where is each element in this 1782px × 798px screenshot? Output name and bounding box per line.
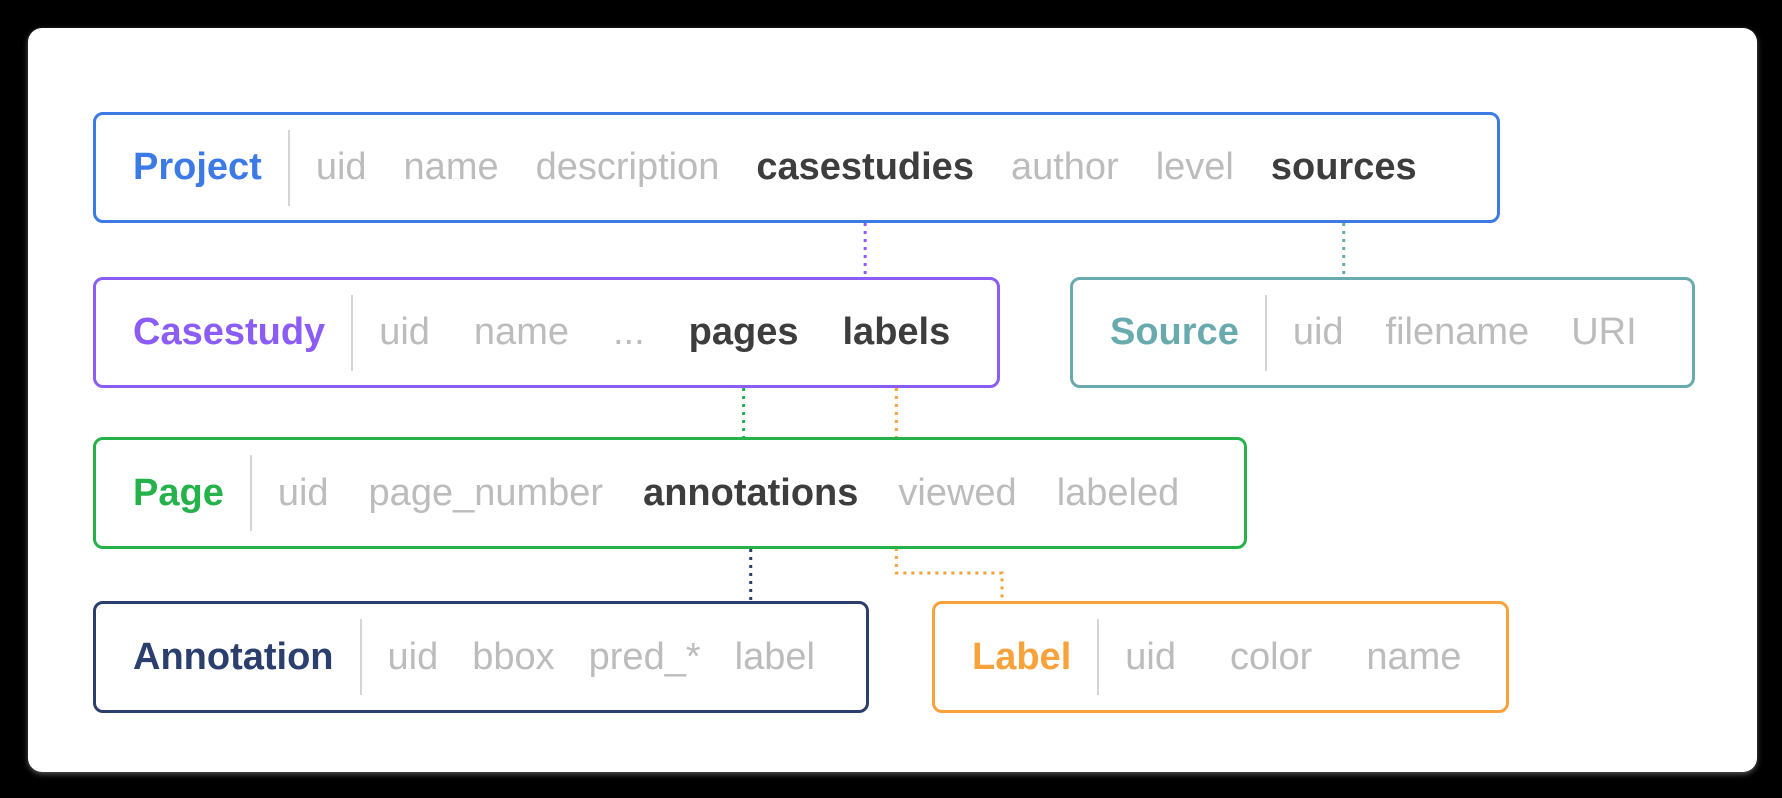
field-source-filename: filename bbox=[1385, 311, 1530, 353]
field-casestudy-labels: labels bbox=[842, 311, 951, 353]
field-source-uri: URI bbox=[1571, 311, 1637, 353]
field-page-uid: uid bbox=[277, 471, 329, 514]
entity-divider-source bbox=[1264, 294, 1267, 371]
entity-box-label: Label uid color name bbox=[932, 601, 1509, 713]
entity-box-page: Page uid page_number annotations viewed labe… bbox=[93, 437, 1247, 549]
entity-name-casestudy: Casestudy bbox=[133, 311, 326, 353]
field-annotation-bbox: bbox bbox=[472, 635, 555, 678]
entity-divider-page bbox=[249, 455, 252, 531]
entity-divider-casestudy bbox=[351, 294, 354, 371]
entity-name-annotation: Annotation bbox=[133, 635, 334, 678]
field-page-labeled: labeled bbox=[1056, 471, 1180, 514]
entity-fields-source: uid filename URI bbox=[1293, 311, 1637, 354]
field-project-author: author bbox=[1010, 146, 1119, 188]
field-project-uid: uid bbox=[315, 146, 367, 188]
field-label-color: color bbox=[1229, 635, 1313, 678]
entity-name-label: Label bbox=[972, 635, 1072, 678]
entity-divider-label bbox=[1097, 619, 1100, 695]
field-casestudy-name: name bbox=[473, 311, 569, 353]
entity-divider-project bbox=[287, 129, 290, 206]
entity-box-source: Source uid filename URI bbox=[1070, 277, 1695, 388]
entity-name-page: Page bbox=[133, 471, 224, 514]
field-annotation-uid: uid bbox=[387, 635, 439, 678]
field-label-name: name bbox=[1366, 635, 1462, 678]
entity-name-project: Project bbox=[133, 146, 262, 188]
field-annotation-label: label bbox=[734, 635, 815, 678]
entity-box-casestudy: Casestudy uid name... pages labels bbox=[93, 277, 1000, 388]
field-casestudy-pages: pages bbox=[688, 311, 799, 353]
entity-fields-page: uid page_number annotations viewed labeled bbox=[278, 472, 1179, 515]
entity-fields-label: uid color name bbox=[1125, 636, 1461, 679]
field-project-name: name bbox=[403, 146, 499, 188]
entity-divider-annotation bbox=[359, 619, 362, 695]
field-page-page-number: page_number bbox=[368, 471, 604, 514]
field-label-uid: uid bbox=[1125, 635, 1176, 678]
field-source-uid: uid bbox=[1292, 311, 1344, 353]
field-project-casestudies: casestudies bbox=[756, 146, 974, 188]
entity-name-source: Source bbox=[1110, 311, 1239, 353]
field-project-sources: sources bbox=[1270, 146, 1417, 188]
field-casestudy-uid: uid bbox=[379, 311, 430, 353]
field-annotation-pred-: pred_* bbox=[588, 635, 701, 678]
entity-fields-casestudy: uid name... pages labels bbox=[379, 311, 950, 354]
field-casestudy--: ... bbox=[612, 311, 645, 353]
field-page-viewed: viewed bbox=[898, 471, 1017, 514]
field-page-annotations: annotations bbox=[643, 471, 859, 514]
field-project-description: description bbox=[535, 146, 720, 188]
field-project-level: level bbox=[1155, 146, 1234, 188]
